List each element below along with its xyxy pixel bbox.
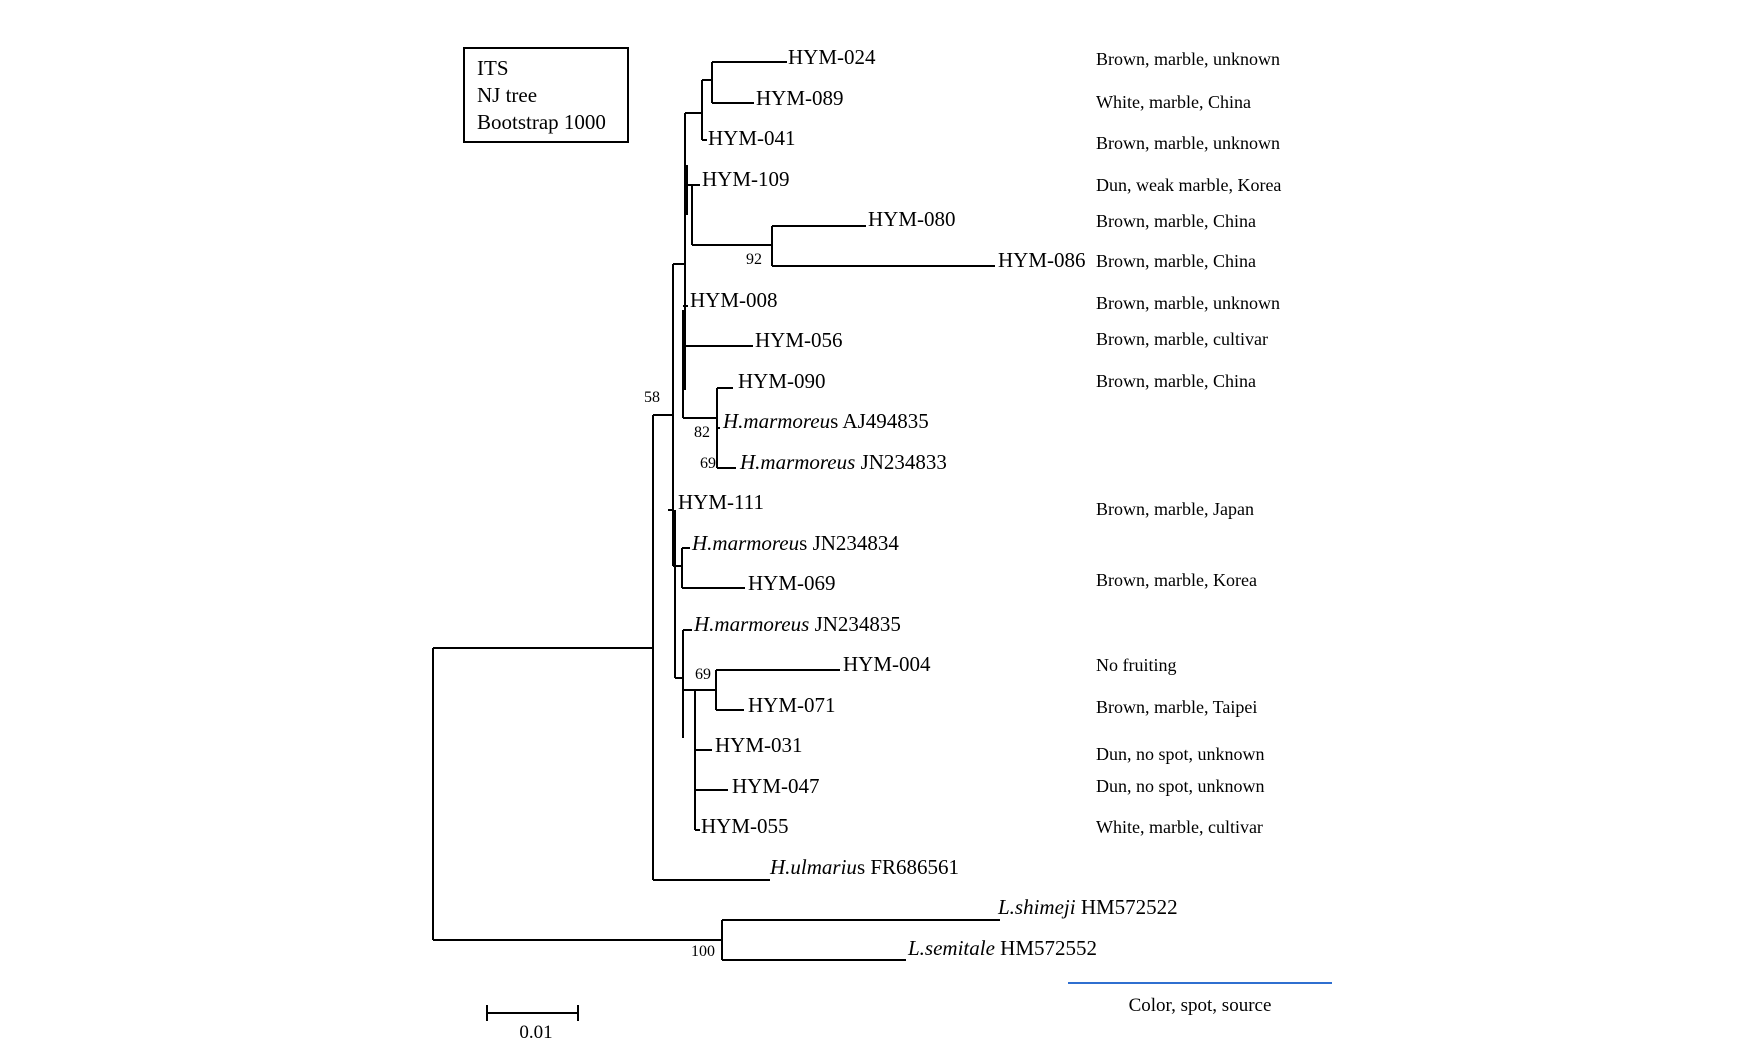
annotation-label: Dun, no spot, unknown	[1096, 776, 1265, 796]
taxon-label-italic: H.ulmariu	[769, 855, 857, 879]
bootstrap-value: 69	[700, 455, 716, 472]
taxon-label-italic: L.semitale	[907, 936, 995, 960]
taxon-label: HYM-071	[748, 693, 836, 717]
annotation-label: Brown, marble, unknown	[1096, 49, 1280, 69]
taxon-label-prefix: HYM-080	[868, 207, 956, 231]
taxon-label-italic: H.marmoreus	[739, 450, 855, 474]
taxon-label-prefix: HYM-069	[748, 571, 836, 595]
annotation-label: Dun, no spot, unknown	[1096, 744, 1265, 764]
annotation-label: Brown, marble, Taipei	[1096, 697, 1257, 717]
taxon-label: HYM-089	[756, 86, 844, 110]
annotation-label: Dun, weak marble, Korea	[1096, 175, 1281, 195]
taxon-label-prefix: HYM-090	[738, 369, 826, 393]
annotation-label: Brown, marble, Japan	[1096, 499, 1254, 519]
taxon-label-prefix: HYM-111	[678, 490, 764, 514]
taxon-label-prefix: HYM-031	[715, 733, 803, 757]
taxon-labels: HYM-024 HYM-089 HYM-041 HYM-109 HYM-080 …	[678, 45, 1178, 960]
bootstrap-value: 92	[746, 251, 762, 268]
taxon-label: HYM-031	[715, 733, 803, 757]
taxon-label: H.marmoreus AJ494835	[722, 409, 929, 433]
taxon-label-suffix: s FR686561	[857, 855, 959, 879]
taxon-label-prefix: HYM-056	[755, 328, 843, 352]
taxon-label: H.marmoreus JN234834	[691, 531, 899, 555]
tree-legend-box: ITS NJ tree Bootstrap 1000	[463, 47, 629, 143]
legend-method: NJ tree	[477, 83, 538, 107]
bootstrap-value: 58	[644, 389, 660, 406]
taxon-label: HYM-086	[998, 248, 1086, 272]
taxon-label: H.ulmarius FR686561	[769, 855, 959, 879]
annotation-label: Brown, marble, China	[1096, 371, 1256, 391]
taxon-label: HYM-041	[708, 126, 796, 150]
taxon-label-suffix: JN234835	[809, 612, 901, 636]
taxon-label: HYM-055	[701, 814, 789, 838]
legend-marker: ITS	[477, 56, 509, 80]
scale-bar	[486, 1005, 579, 1021]
taxon-label-prefix: HYM-055	[701, 814, 789, 838]
taxon-label: HYM-090	[738, 369, 826, 393]
annotation-label: White, marble, China	[1096, 92, 1251, 112]
taxon-label: HYM-024	[788, 45, 876, 69]
annotation-label: No fruiting	[1096, 655, 1177, 675]
taxon-label: H.marmoreus JN234833	[739, 450, 947, 474]
taxon-label-italic: H.marmoreu	[722, 409, 830, 433]
taxon-label-italic: H.marmoreus	[693, 612, 809, 636]
taxon-label-italic: L.shimeji	[997, 895, 1076, 919]
taxon-label-suffix: HM572552	[995, 936, 1097, 960]
taxon-label-prefix: HYM-008	[690, 288, 778, 312]
taxon-label-prefix: HYM-071	[748, 693, 836, 717]
tree-branches	[432, 61, 1000, 961]
taxon-label-prefix: HYM-004	[843, 652, 931, 676]
taxon-label-suffix: s JN234834	[799, 531, 899, 555]
taxon-label-suffix: s AJ494835	[830, 409, 929, 433]
bootstrap-values: 92 58 82 69 69 100	[644, 251, 762, 960]
taxon-label: HYM-111	[678, 490, 764, 514]
taxon-label-prefix: HYM-086	[998, 248, 1086, 272]
annotation-label: Brown, marble, cultivar	[1096, 329, 1268, 349]
annotation-label: Brown, marble, China	[1096, 251, 1256, 271]
annotation-label: Brown, marble, China	[1096, 211, 1256, 231]
taxon-label-suffix: JN234833	[855, 450, 947, 474]
strain-annotations: Brown, marble, unknown White, marble, Ch…	[1096, 49, 1281, 837]
taxon-label: H.marmoreus JN234835	[693, 612, 901, 636]
taxon-label: L.semitale HM572552	[907, 936, 1097, 960]
taxon-label-suffix: HM572522	[1076, 895, 1178, 919]
annotation-label: Brown, marble, Korea	[1096, 570, 1257, 590]
taxon-label-prefix: HYM-047	[732, 774, 820, 798]
bootstrap-value: 69	[695, 666, 711, 683]
taxon-label: HYM-004	[843, 652, 931, 676]
annotation-label: White, marble, cultivar	[1096, 817, 1263, 837]
taxon-label-prefix: HYM-024	[788, 45, 876, 69]
taxon-label-prefix: HYM-109	[702, 167, 790, 191]
annotation-label: Brown, marble, unknown	[1096, 293, 1280, 313]
taxon-label: L.shimeji HM572522	[997, 895, 1178, 919]
taxon-label: HYM-080	[868, 207, 956, 231]
taxon-label: HYM-047	[732, 774, 820, 798]
taxon-label-prefix: HYM-041	[708, 126, 796, 150]
bootstrap-value: 100	[691, 943, 715, 960]
bootstrap-value: 82	[694, 424, 710, 441]
scale-bar-label: 0.01	[519, 1022, 552, 1043]
taxon-label-italic: H.marmoreu	[691, 531, 799, 555]
taxon-label: HYM-056	[755, 328, 843, 352]
taxon-label: HYM-069	[748, 571, 836, 595]
legend-bootstrap: Bootstrap 1000	[477, 110, 606, 134]
taxon-label: HYM-008	[690, 288, 778, 312]
annotation-label: Brown, marble, unknown	[1096, 133, 1280, 153]
taxon-label: HYM-109	[702, 167, 790, 191]
taxon-label-prefix: HYM-089	[756, 86, 844, 110]
annotation-header-label: Color, spot, source	[1129, 995, 1272, 1016]
